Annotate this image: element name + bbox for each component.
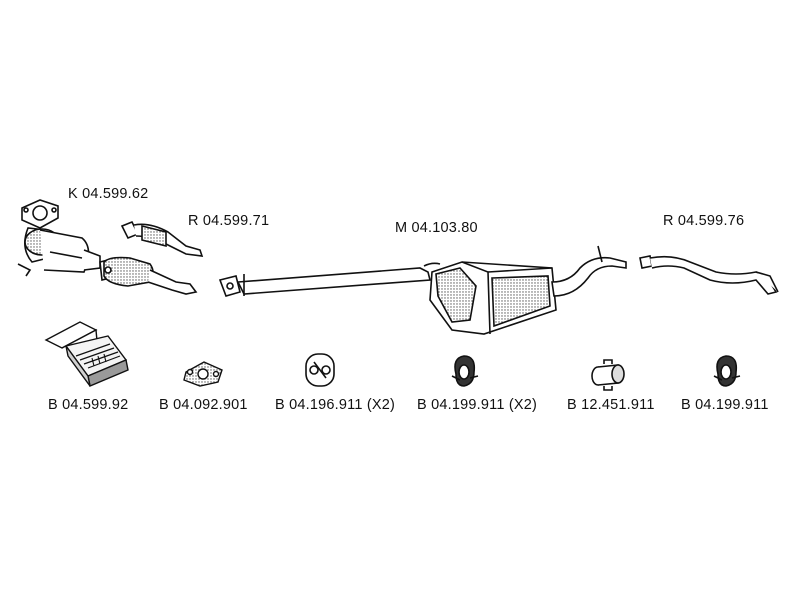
part-label-rubber-mount: B 04.196.911 (X2): [275, 397, 396, 413]
front-pipe-part: [99, 220, 204, 295]
part-label-heat-shield: B 04.599.92: [48, 397, 129, 413]
rear-muffler-part: [236, 245, 627, 335]
part-label-gasket: B 04.092.901: [159, 397, 248, 413]
part-label-front-pipe: R 04.599.71: [188, 213, 270, 229]
part-label-tail-pipe: R 04.599.76: [663, 213, 745, 229]
part-label-catalytic-converter: K 04.599.62: [68, 186, 149, 202]
hanger-accessory-2: [713, 355, 741, 387]
flange-part: [218, 275, 241, 297]
heat-shield-accessory: [44, 321, 129, 387]
rubber-mount-accessory: [305, 353, 335, 387]
clamp-accessory: [591, 359, 625, 391]
part-label-clamp: B 12.451.911: [567, 397, 655, 413]
part-label-rear-muffler: M 04.103.80: [395, 220, 478, 236]
gasket-accessory: [183, 361, 223, 387]
tail-pipe-part: [639, 255, 779, 295]
hanger-accessory: [451, 355, 479, 387]
part-label-hanger: B 04.199.911 (X2): [417, 397, 538, 413]
catalytic-converter-part: [17, 199, 101, 277]
part-label-hanger-2: B 04.199.911: [681, 397, 769, 413]
